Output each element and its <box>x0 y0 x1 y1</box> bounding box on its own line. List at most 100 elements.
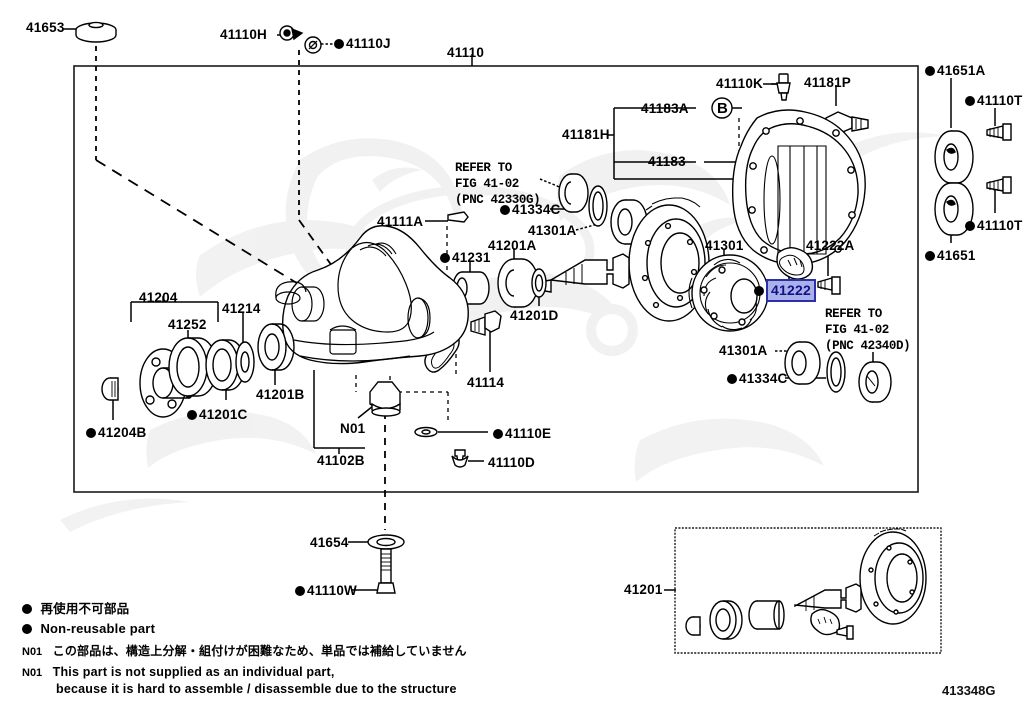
part-label-41252: 41252 <box>168 317 207 332</box>
refer-line1: REFER TO <box>825 307 882 321</box>
part-label-41110E: 41110E <box>493 427 551 441</box>
legend-note-jp: この部品は、構造上分解・組付けが困難なため、単品では補給していません <box>52 644 467 658</box>
part-label-41222A: 41222A <box>806 238 855 253</box>
part-label-41114: 41114 <box>467 375 505 390</box>
nonreusable-dot-icon <box>493 429 503 439</box>
illus-41110K <box>776 73 791 101</box>
nonreusable-dot-icon <box>925 251 935 261</box>
selected-part-number[interactable]: 41222 <box>766 279 816 302</box>
part-label-41301: 41301 <box>705 238 744 253</box>
nonreusable-dot-icon <box>295 586 305 596</box>
illus-oilseal-42340d <box>858 361 892 403</box>
part-label-41201C: 41201C <box>187 408 248 422</box>
legend-row-jp: 再使用不可部品 <box>22 600 130 618</box>
part-label-41102B: 41102B <box>317 453 365 468</box>
illus-oilseal-42330g <box>558 173 589 213</box>
illus-41214 <box>235 341 255 383</box>
part-label-41110T-upper: 41110T <box>965 94 1023 108</box>
part-label-41654: 41654 <box>310 535 349 550</box>
part-label-41301A-lower: 41301A <box>719 343 768 358</box>
part-label-41204: 41204 <box>139 290 178 305</box>
nonreusable-dot-icon <box>86 428 96 438</box>
inset-label-41201: 41201 <box>624 582 663 597</box>
illus-carrier-housing <box>275 225 469 365</box>
inset-frame <box>674 527 942 654</box>
part-label-N01: N01 <box>340 421 366 436</box>
refer-line2: FIG 41-02 <box>825 323 889 337</box>
illus-41114 <box>470 310 502 336</box>
nonreusable-dot-icon <box>965 221 975 231</box>
part-label-41181H: 41181H <box>562 127 610 142</box>
part-illustrations <box>75 21 1012 640</box>
part-label-41204B: 41204B <box>86 426 147 440</box>
nonreusable-dot-icon <box>440 253 450 263</box>
nonreusable-dot-icon <box>925 66 935 76</box>
legend-note-jp-row: N01 この部品は、構造上分解・組付けが困難なため、単品では補給していません <box>22 642 467 660</box>
refer-line1: REFER TO <box>455 161 512 175</box>
legend-row-en: Non-reusable part <box>22 620 156 638</box>
illus-41201B-bearing <box>257 323 295 371</box>
illus-41222-lockplate <box>776 246 814 280</box>
part-label-41201D: 41201D <box>510 308 559 323</box>
part-label-41110W: 41110W <box>295 584 357 598</box>
part-label-41231: 41231 <box>440 251 491 265</box>
refer-block-42330g: REFER TO FIG 41-02 (PNC 42330G) <box>455 160 541 208</box>
part-label-41110: 41110 <box>447 45 485 60</box>
illus-41110T-upper <box>986 123 1012 141</box>
part-label-41214: 41214 <box>222 301 261 316</box>
part-label-41110K: 41110K <box>716 76 763 91</box>
illus-41111A <box>447 211 469 223</box>
illus-41110D <box>451 449 469 468</box>
part-label-41301A-upper: 41301A <box>528 223 577 238</box>
illus-41201D <box>531 268 547 298</box>
main-diagram-frame <box>73 65 919 493</box>
callout-b-circle <box>711 97 733 119</box>
note-tag-en: N01 <box>22 667 43 679</box>
illus-41651 <box>934 182 974 236</box>
note-tag-jp: N01 <box>22 646 43 658</box>
illus-41301A-lower <box>784 341 821 385</box>
part-label-41334C-upper: 41334C <box>500 203 561 217</box>
part-label-41110J: 41110J <box>334 37 391 51</box>
part-label-41334C-lower: 41334C <box>727 372 788 386</box>
callout-b-letter: B <box>717 100 729 117</box>
nonreusable-dot-icon <box>500 205 510 215</box>
illus-41651A <box>934 130 974 184</box>
part-label-41183: 41183 <box>648 154 686 169</box>
nonreusable-dot-icon <box>754 286 764 296</box>
nonreusable-dot-icon <box>965 96 975 106</box>
illus-41301A-upper <box>610 199 648 245</box>
nonreusable-dot-icon <box>22 624 32 634</box>
nonreusable-dot-icon <box>22 604 32 614</box>
legend-note-en-line1: This part is not supplied as an individu… <box>52 665 335 679</box>
illus-41334C <box>588 185 608 227</box>
refer-line3: (PNC 42330G) <box>455 193 541 207</box>
illus-41204B-nut <box>101 377 119 401</box>
nonreusable-dot-icon <box>334 39 344 49</box>
part-label-41653: 41653 <box>26 20 65 35</box>
part-label-41183A: 41183A <box>641 101 689 116</box>
part-label-41201A: 41201A <box>488 238 537 253</box>
illus-41110-cover <box>731 109 866 266</box>
legend-label-en: Non-reusable part <box>40 621 156 636</box>
part-label-41110H: 41110H <box>220 27 267 42</box>
part-label-41651: 41651 <box>925 249 976 263</box>
highlighted-part-label-41222[interactable]: 41222 <box>754 279 816 302</box>
illus-41110W <box>376 548 396 594</box>
illus-41110H <box>279 25 304 41</box>
refer-line3: (PNC 42340D) <box>825 339 911 353</box>
illus-41222A <box>817 276 841 295</box>
legend-note-en-row1: N01 This part is not supplied as an indi… <box>22 663 334 681</box>
illus-41201A <box>497 258 539 308</box>
illus-41334C-lower <box>826 351 846 393</box>
nonreusable-dot-icon <box>727 374 737 384</box>
illus-41102B-plug <box>369 381 401 417</box>
figure-code: 413348G <box>942 683 996 698</box>
part-label-41181P: 41181P <box>804 75 851 90</box>
part-label-41110D: 41110D <box>488 455 535 470</box>
part-label-41111A: 41111A <box>377 214 424 229</box>
nonreusable-dot-icon <box>187 410 197 420</box>
part-label-41110T-lower: 41110T <box>965 219 1023 233</box>
legend-label-jp: 再使用不可部品 <box>40 601 130 616</box>
